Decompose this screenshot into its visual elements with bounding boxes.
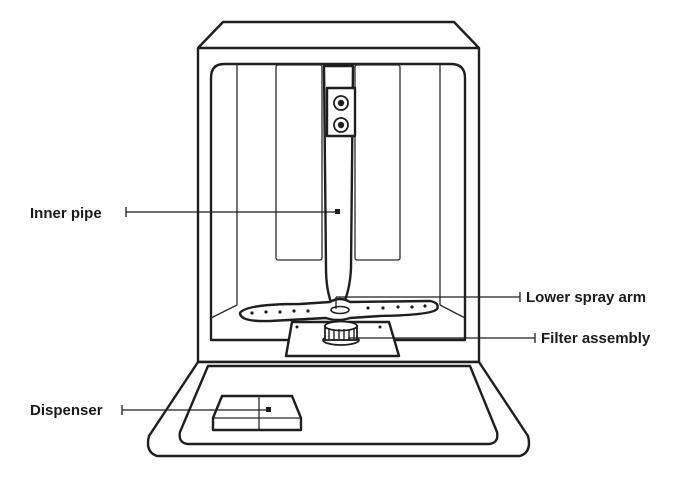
filter-assembly: [284, 320, 401, 358]
label-inner-pipe: Inner pipe: [30, 205, 102, 222]
callout-dispenser: Dispenser: [30, 402, 268, 419]
callout-inner-pipe: Inner pipe: [30, 205, 340, 222]
inner-pipe: [322, 64, 357, 307]
callout-lower-spray-arm: Lower spray arm: [335, 289, 646, 309]
label-dispenser: Dispenser: [30, 402, 103, 419]
label-filter-assembly: Filter assembly: [541, 330, 651, 347]
label-lower-spray-arm: Lower spray arm: [526, 289, 646, 306]
callout-filter-assembly: Filter assembly: [348, 330, 651, 347]
door: [146, 360, 531, 458]
lower-spray-arm: [238, 297, 439, 323]
tub-interior: [209, 62, 467, 342]
dispenser: [211, 394, 303, 432]
